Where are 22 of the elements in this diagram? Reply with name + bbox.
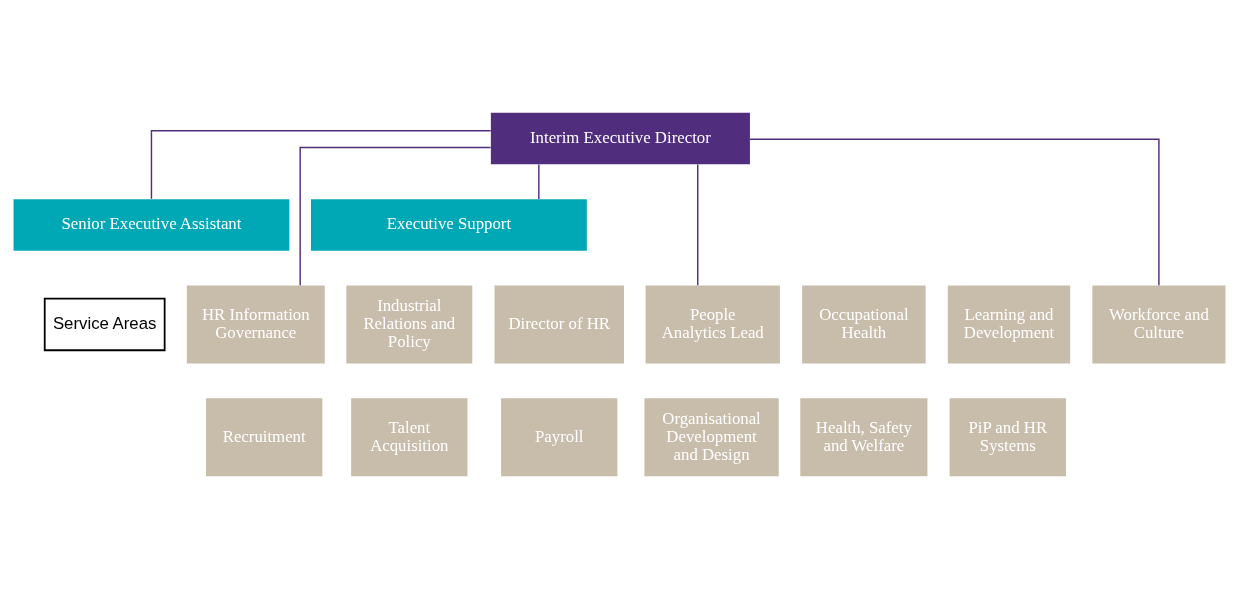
node-box: HR Information Governance [186, 285, 325, 364]
node-box: Workforce and Culture [1092, 285, 1226, 364]
node-box: Organisational Development and Design [644, 398, 779, 477]
node-box: Director of HR [494, 285, 624, 364]
connector [299, 146, 492, 286]
node-box: Payroll [501, 398, 618, 477]
node-box: People Analytics Lead [645, 285, 780, 364]
node-box: PiP and HR Systems [949, 398, 1066, 477]
node-box: Recruitment [206, 398, 323, 477]
node-box: Executive Support [310, 199, 587, 251]
connector [697, 163, 699, 286]
node-box: Learning and Development [947, 285, 1071, 364]
node-box: Industrial Relations and Policy [346, 285, 473, 364]
node-box: Talent Acquisition [351, 398, 468, 477]
connector [749, 138, 1160, 286]
connector [150, 130, 492, 200]
node-box: Interim Executive Director [490, 112, 750, 165]
node-box: Occupational Health [802, 285, 926, 364]
node-box: Service Areas [43, 297, 166, 352]
node-box: Senior Executive Assistant [13, 199, 290, 251]
connector [538, 163, 540, 200]
node-box: Health, Safety and Welfare [800, 398, 928, 477]
